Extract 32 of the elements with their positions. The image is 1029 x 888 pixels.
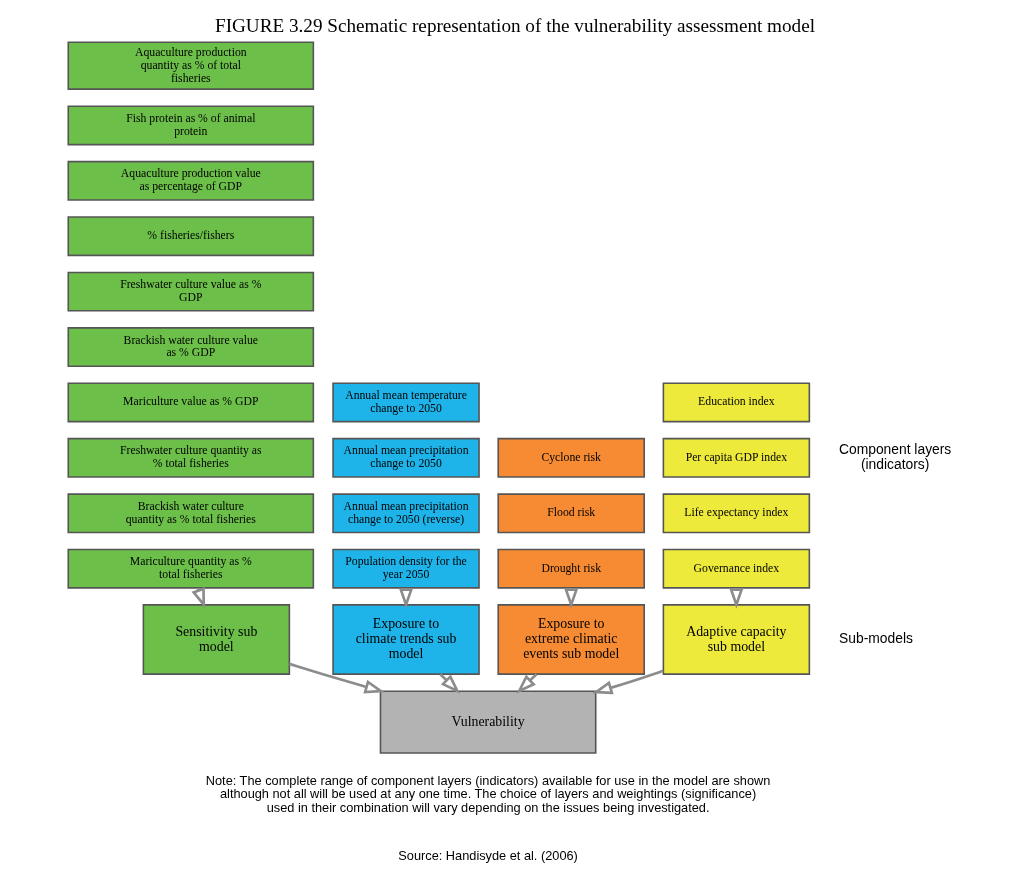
node-box: Fish protein as % of animal protein: [66, 105, 314, 146]
node-box: Mariculture quantity as % total fisheries: [66, 548, 314, 589]
node-box: Vulnerability: [379, 690, 596, 754]
node-box: Freshwater culture quantity as % total fisheries: [66, 437, 314, 478]
arrow: [591, 669, 664, 695]
node-box: Brackish water culture quantity as % total fisheries: [66, 493, 314, 534]
node-box: Education index: [662, 382, 810, 423]
label: Source: Handisyde et al. (2006): [397, 847, 578, 863]
node-box: Per capita GDP index: [662, 437, 810, 478]
node-box: Life expectancy index: [662, 493, 810, 534]
node-box: Aquaculture production quantity as % of total fisheries: [66, 41, 314, 90]
node-box: Brackish water culture value as % GDP: [66, 327, 314, 367]
node-box: Flood risk: [496, 493, 645, 534]
label: Component layers (indicators): [838, 441, 951, 472]
arrow: [288, 662, 385, 694]
arrow: [515, 673, 537, 694]
node-box: Annual mean precipitation change to 2050: [331, 437, 480, 478]
node-box: Freshwater culture value as % GDP: [66, 271, 314, 312]
label: Note: The complete range of component layers (indicators) available for use in the model are shown although not all will be used at any one time. The choice of layers and weightings (significance) used in their combination will vary depending on the issues being investigated.: [205, 772, 770, 816]
diagram-title: FIGURE 3.29 Schematic representation of the vulnerability assessment model: [214, 15, 815, 37]
node-box: Aquaculture production value as percentage of GDP: [66, 160, 314, 201]
label: Sub-models: [838, 630, 913, 647]
node-box: Exposure to climate trends sub model: [331, 604, 480, 675]
node-box: Annual mean temperature change to 2050: [331, 382, 480, 423]
node-box: Exposure to extreme climatic events sub model: [496, 604, 645, 675]
arrow: [438, 673, 460, 694]
node-box: Sensitivity sub model: [142, 604, 290, 675]
node-box: Annual mean precipitation change to 2050 (reverse): [331, 493, 480, 534]
node-box: Adaptive capacity sub model: [662, 604, 810, 675]
node-box: % fisheries/fishers: [66, 216, 314, 257]
node-box: Mariculture value as % GDP: [66, 382, 314, 423]
node-box: Cyclone risk: [496, 437, 645, 478]
